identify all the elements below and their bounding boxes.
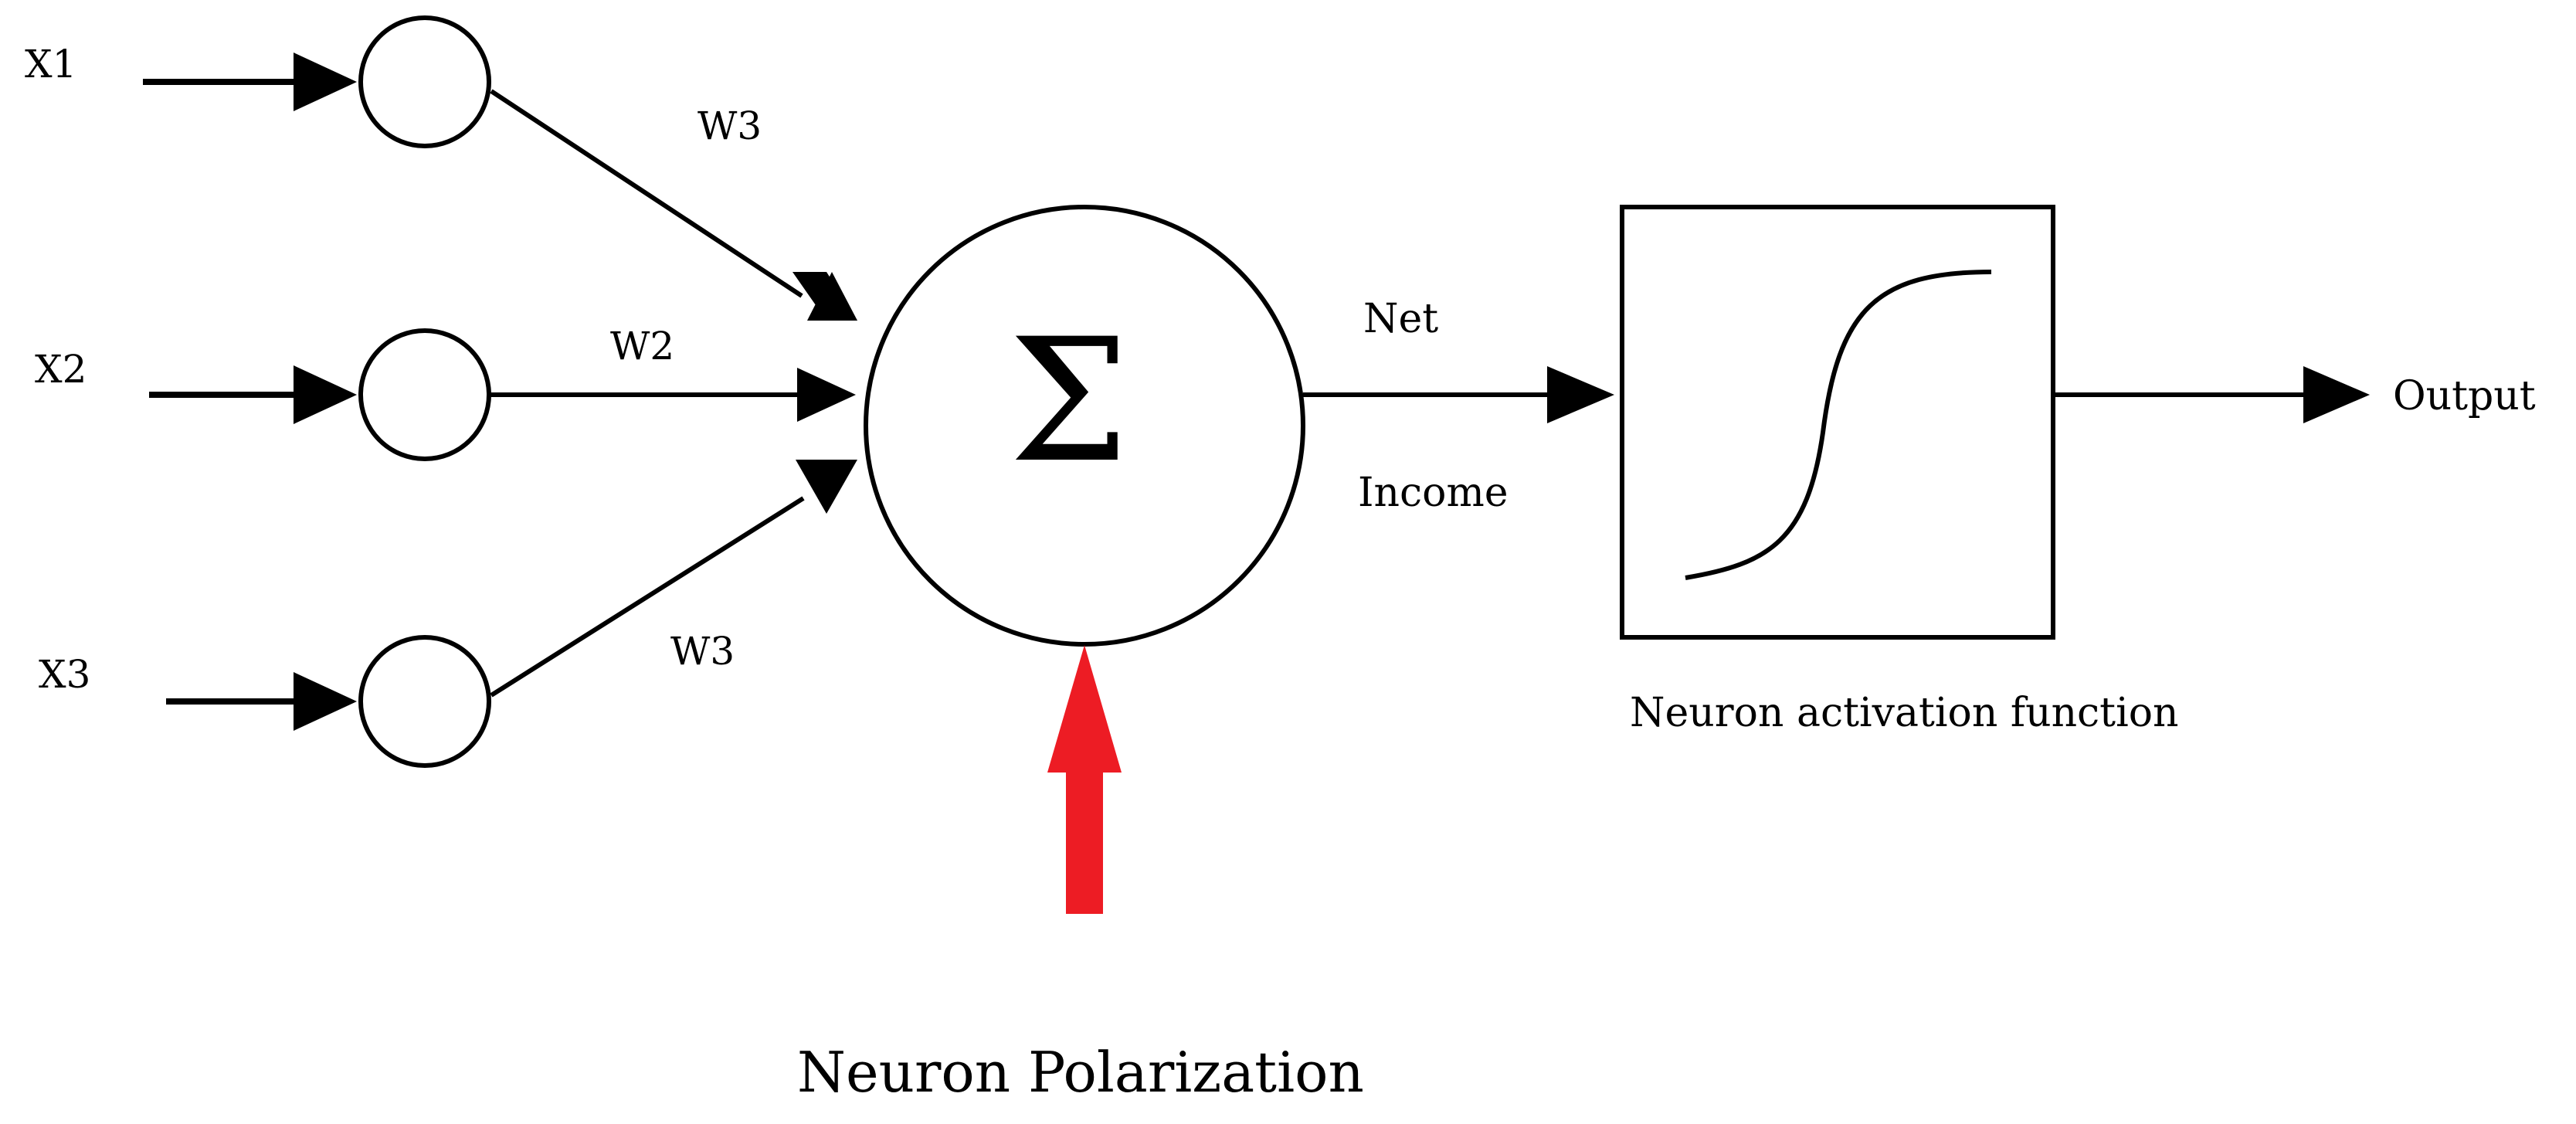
weight-label-top: W3 — [697, 104, 762, 148]
weight-arrow-top-head — [807, 272, 857, 321]
weight-line-top — [490, 89, 803, 298]
input-node-x2 — [358, 328, 491, 461]
income-label: Income — [1358, 470, 1509, 516]
bias-caption: Neuron Polarization — [797, 1040, 1364, 1105]
sigma-symbol: Σ — [1009, 302, 1129, 500]
sigmoid-curve — [1685, 270, 1992, 580]
bias-arrow — [1047, 645, 1122, 914]
input-label-x3: X3 — [39, 652, 90, 697]
weight-arrow-middle — [797, 368, 856, 422]
summation-node — [864, 205, 1305, 647]
input-label-x2: X2 — [35, 347, 87, 392]
net-label: Net — [1363, 296, 1438, 342]
weight-arrow-bottom — [796, 460, 857, 514]
weight-label-bottom: W3 — [670, 629, 735, 674]
activation-box — [1620, 205, 2055, 640]
input-arrow-x2 — [294, 365, 357, 424]
activation-caption: Neuron activation function — [1630, 690, 2179, 736]
input-node-x1 — [358, 15, 491, 148]
weight-label-middle: W2 — [610, 324, 674, 368]
input-arrow-x3 — [294, 672, 357, 731]
net-arrow — [1547, 366, 1614, 423]
output-arrow — [2303, 366, 2370, 423]
weight-line-bottom — [490, 496, 805, 698]
output-label: Output — [2393, 373, 2536, 419]
input-label-x1: X1 — [25, 42, 76, 87]
input-node-x3 — [358, 635, 491, 768]
input-arrow-x1 — [294, 53, 357, 111]
